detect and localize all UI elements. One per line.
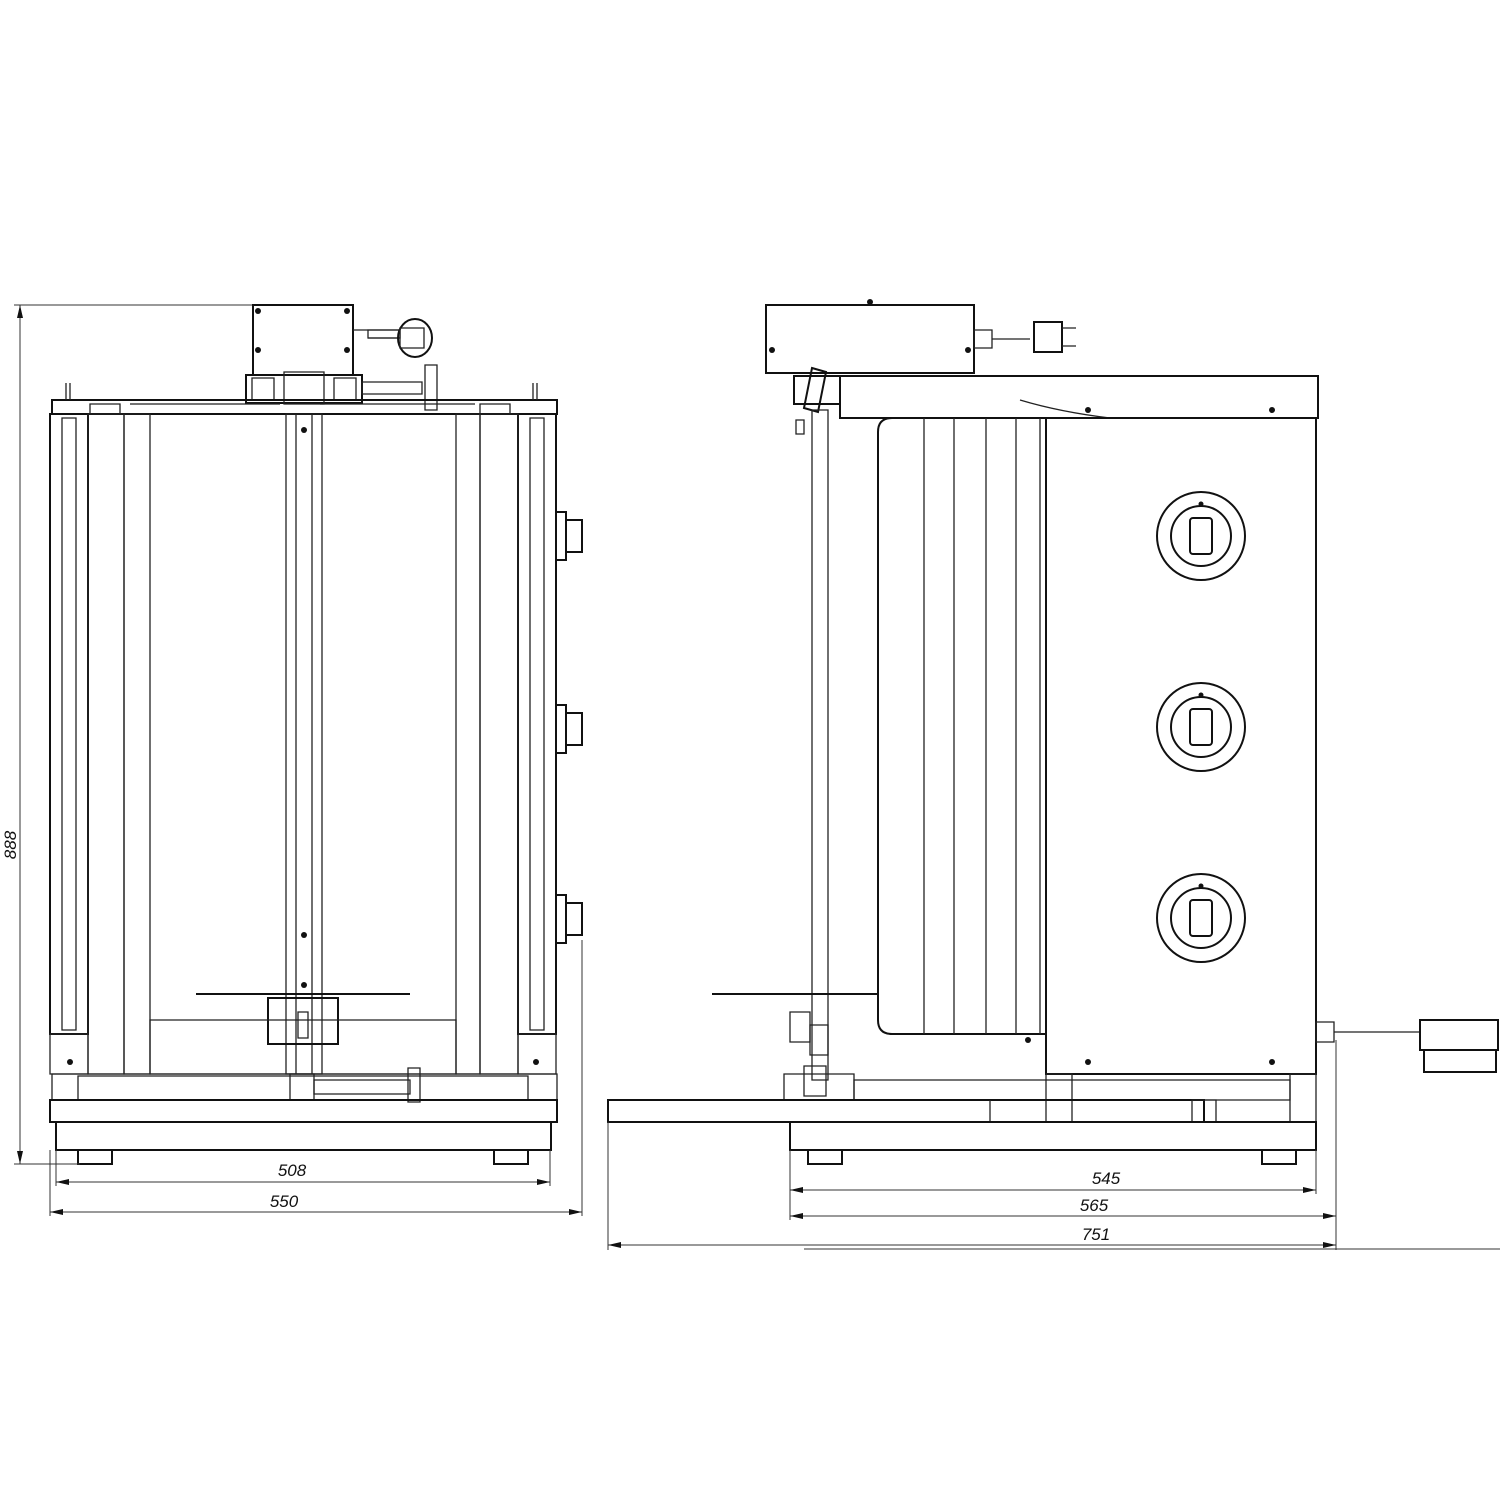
side-heating-panels	[878, 418, 1046, 1043]
front-right-column	[456, 414, 556, 1074]
burner-knob-3	[1157, 874, 1245, 962]
burner-knob-2	[1157, 683, 1245, 771]
side-body	[1046, 418, 1316, 1074]
front-side-knobs	[556, 512, 582, 943]
dim-550-label: 550	[270, 1192, 299, 1211]
front-motor-unit	[246, 305, 437, 410]
front-lower-frame	[50, 1034, 557, 1164]
dim-508-label: 508	[278, 1161, 307, 1180]
dim-565-label: 565	[1080, 1196, 1109, 1215]
side-base	[608, 1074, 1316, 1164]
dim-height-label: 888	[1, 830, 20, 859]
front-left-column	[50, 414, 150, 1074]
side-top-rail	[840, 376, 1318, 418]
dimension-lines	[14, 305, 1500, 1250]
dim-751-label: 751	[1082, 1225, 1110, 1244]
burner-knob-1	[1157, 492, 1245, 580]
dim-545-label: 545	[1092, 1169, 1121, 1188]
side-motor-unit	[766, 299, 1076, 373]
side-view	[608, 299, 1498, 1164]
side-spit	[712, 368, 878, 1096]
front-spit	[150, 414, 456, 1074]
front-view	[50, 305, 582, 1164]
